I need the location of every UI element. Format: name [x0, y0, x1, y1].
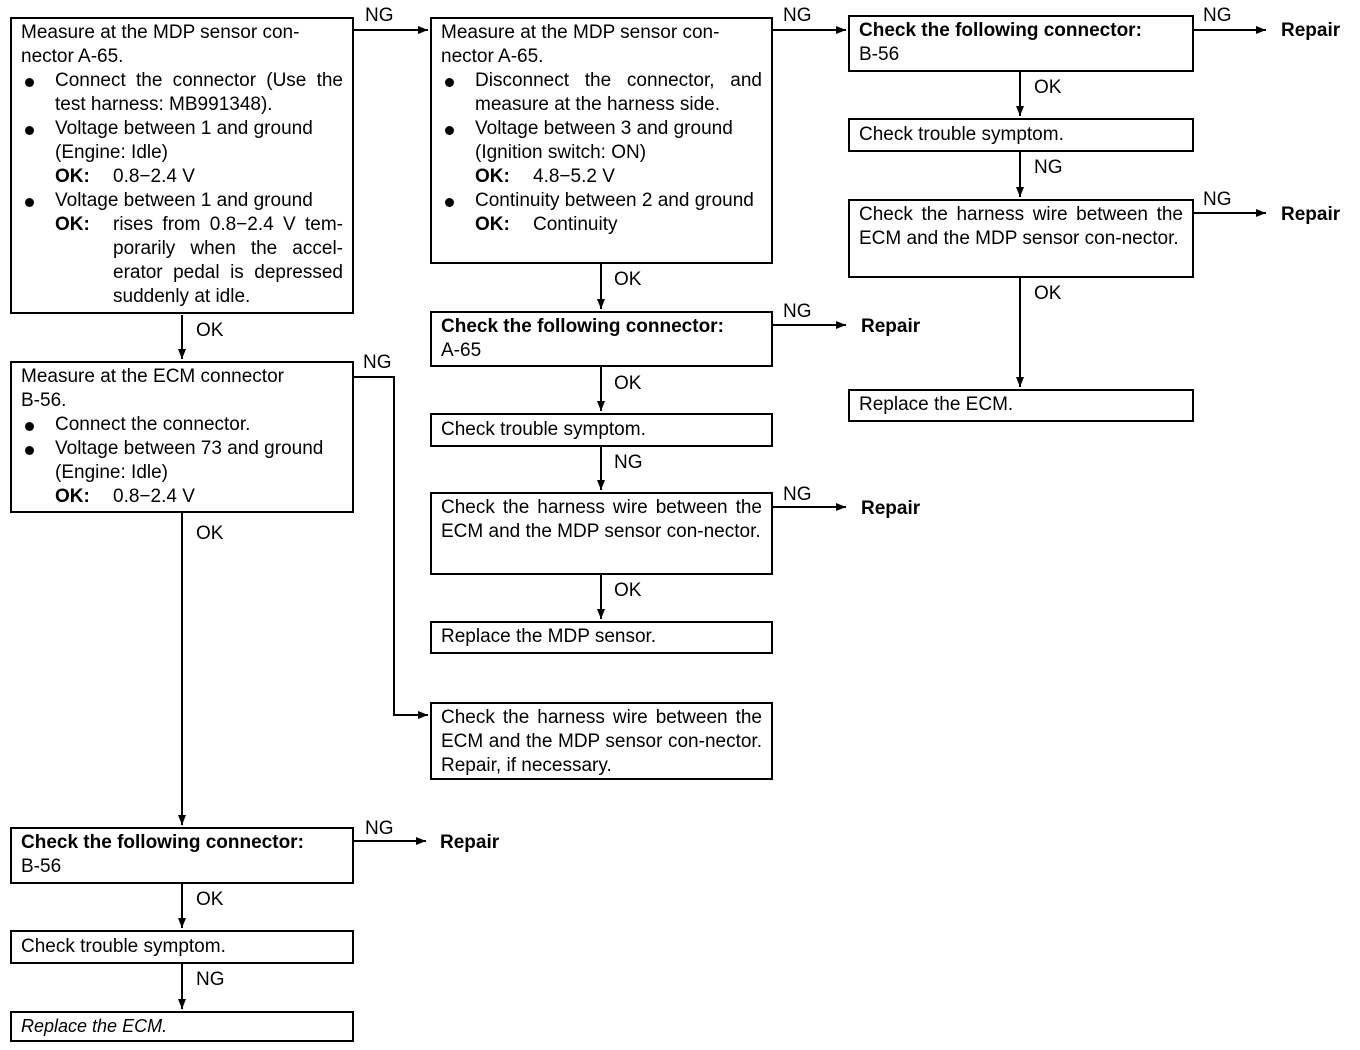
step-subtitle: A-65: [441, 340, 482, 361]
ok-label: OK:: [475, 214, 510, 235]
step-measure-mdp-connector-a65-connected: Measure at the MDP sensor con- nector A-…: [10, 17, 354, 314]
ok-value: rises from 0.8−2.4 V tem-porarily when t…: [113, 214, 343, 307]
step-title: Check the following connector:: [441, 316, 724, 337]
step-text: Replace the ECM.: [859, 394, 1014, 415]
ng-label-b3: NG: [1203, 5, 1232, 26]
step-heading-line: Measure at the ECM connector: [21, 366, 284, 387]
step-replace-ecm-upper: Replace the ECM.: [848, 389, 1194, 422]
step-check-trouble-symptom-upper: Check trouble symptom.: [848, 118, 1194, 152]
step-replace-ecm-lower: Replace the ECM.: [10, 1011, 354, 1042]
ng-label-b9: NG: [783, 484, 812, 505]
ok-label: OK:: [475, 166, 510, 187]
bullet-item: Voltage between 3 and ground (Ignition s…: [441, 117, 762, 165]
bullet-item: Disconnect the connector, and measure at…: [441, 69, 762, 117]
step-heading-line: B-56.: [21, 390, 67, 411]
step-heading-line: Measure at the MDP sensor con-: [441, 22, 720, 43]
step-subtitle: B-56: [21, 856, 62, 877]
ok-label: OK:: [55, 486, 90, 507]
ng-label-b7: NG: [783, 301, 812, 322]
step-text: Check trouble symptom.: [859, 124, 1064, 145]
step-replace-mdp-sensor: Replace the MDP sensor.: [430, 621, 773, 654]
bullet-item: Voltage between 73 and ground (Engine: I…: [21, 437, 343, 485]
ok-label-b1: OK: [196, 320, 224, 341]
step-check-harness-wire-repair: Check the harness wire between the ECM a…: [430, 702, 773, 780]
step-measure-mdp-connector-a65-disconnected: Measure at the MDP sensor con- nector A-…: [430, 17, 773, 264]
step-check-connector-b56-upper: Check the following connector: B-56: [848, 15, 1194, 72]
ok-label-b5: OK: [1034, 283, 1062, 304]
step-heading-line: nector A-65.: [21, 46, 124, 67]
step-heading-line: nector A-65.: [441, 46, 544, 67]
repair-b5: Repair: [1281, 204, 1341, 225]
arrow-b11-b12: [354, 376, 428, 719]
step-title: Check the following connector:: [21, 832, 304, 853]
ng-label-b2: NG: [783, 5, 812, 26]
step-heading-line: Measure at the MDP sensor con-: [21, 22, 300, 43]
ng-label-b14: NG: [196, 969, 225, 990]
step-subtitle: B-56: [859, 44, 900, 65]
ok-value: 0.8−2.4 V: [113, 166, 195, 187]
step-title: Check the following connector:: [859, 20, 1142, 41]
ng-label-b8: NG: [614, 452, 643, 473]
step-check-connector-b56-lower: Check the following connector: B-56: [10, 827, 354, 884]
ok-label: OK:: [55, 166, 90, 187]
step-check-connector-a65: Check the following connector: A-65: [430, 311, 773, 367]
ok-label-b9: OK: [614, 580, 642, 601]
ok-criterion: OK: 4.8−5.2 V: [441, 165, 762, 189]
ok-label: OK:: [55, 214, 90, 235]
repair-b9: Repair: [861, 498, 921, 519]
repair-b3: Repair: [1281, 20, 1341, 41]
ng-label-b5: NG: [1203, 189, 1232, 210]
bullet-item: Continuity between 2 and ground: [441, 189, 762, 213]
bullet-item: Connect the connector.: [21, 413, 343, 437]
ok-label-b2: OK: [614, 269, 642, 290]
ok-criterion: OK: 0.8−2.4 V: [21, 165, 343, 189]
step-check-harness-wire-upper: Check the harness wire between the ECM a…: [848, 199, 1194, 278]
bullet-item: Connect the connector (Use the test harn…: [21, 69, 343, 117]
step-text: Replace the ECM.: [21, 1016, 168, 1036]
ok-label-b13: OK: [196, 889, 224, 910]
ng-label-b1: NG: [365, 5, 394, 26]
step-check-trouble-symptom-mid: Check trouble symptom.: [430, 413, 773, 447]
ok-label-b3: OK: [1034, 77, 1062, 98]
repair-b13: Repair: [440, 832, 500, 853]
step-text: Check the harness wire between the ECM a…: [441, 497, 762, 542]
step-text: Check trouble symptom.: [441, 419, 646, 440]
ok-label-b7: OK: [614, 373, 642, 394]
step-text: Check trouble symptom.: [21, 936, 226, 957]
step-text: Check the harness wire between the ECM a…: [859, 204, 1183, 249]
step-text: Check the harness wire between the ECM a…: [441, 707, 762, 776]
ok-criterion: OK: 0.8−2.4 V: [21, 485, 343, 509]
ok-value: Continuity: [533, 214, 618, 235]
step-check-harness-wire-mid: Check the harness wire between the ECM a…: [430, 492, 773, 575]
ng-label-b13: NG: [365, 818, 394, 839]
ok-label-b11: OK: [196, 523, 224, 544]
ok-criterion: OK: Continuity: [441, 213, 762, 237]
step-text: Replace the MDP sensor.: [441, 626, 657, 647]
bullet-item: Voltage between 1 and ground: [21, 189, 343, 213]
ok-value: 0.8−2.4 V: [113, 486, 195, 507]
ng-label-b11: NG: [363, 352, 392, 373]
bullet-item: Voltage between 1 and ground (Engine: Id…: [21, 117, 343, 165]
step-measure-ecm-connector-b56: Measure at the ECM connector B-56. Conne…: [10, 361, 354, 513]
ng-label-b4: NG: [1034, 157, 1063, 178]
step-check-trouble-symptom-lower: Check trouble symptom.: [10, 930, 354, 964]
ok-criterion: OK: rises from 0.8−2.4 V tem-porarily wh…: [21, 213, 343, 309]
repair-b7: Repair: [861, 316, 921, 337]
ok-value: 4.8−5.2 V: [533, 166, 615, 187]
